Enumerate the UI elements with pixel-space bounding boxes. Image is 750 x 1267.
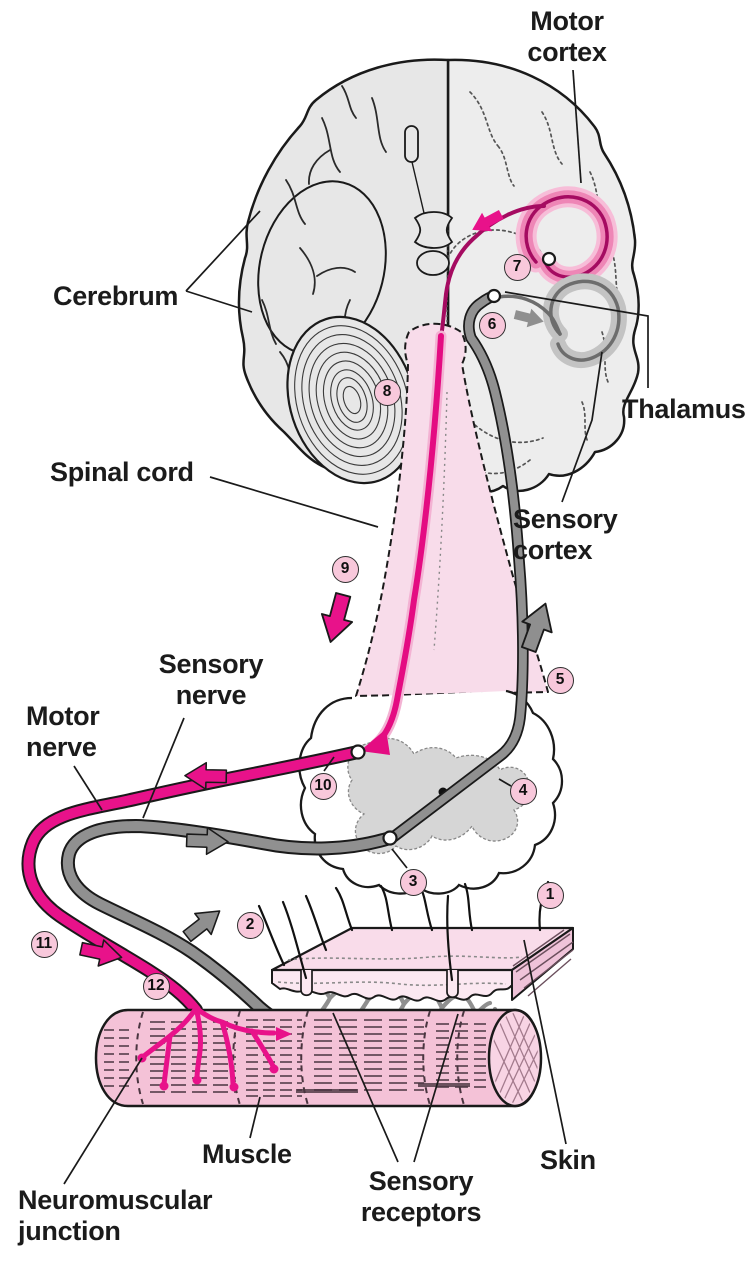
hair-follicles xyxy=(300,970,459,999)
motor-descending-cord-arrow xyxy=(314,589,360,647)
muscle-end-crosshatch xyxy=(492,1013,538,1103)
motor-descending-brain xyxy=(439,204,546,340)
motor-nerve-leader xyxy=(73,765,103,811)
cerebrum-leaders xyxy=(185,210,261,313)
label-spinal-cord: Spinal cord xyxy=(50,457,194,487)
step-marker-1: 1 xyxy=(536,881,564,909)
sensory-nerve-leader xyxy=(142,717,185,819)
cord-cross-section-outline xyxy=(298,689,564,895)
pons xyxy=(416,250,450,276)
ventral-horn-neuron-dot xyxy=(350,744,366,760)
step-marker-3: 3 xyxy=(399,868,427,896)
neuromuscular-junction-tree xyxy=(137,1005,292,1092)
step-marker-11: 11 xyxy=(30,930,58,958)
step-marker-8: 8 xyxy=(373,378,401,406)
skin-right-face-hatch xyxy=(512,929,574,997)
thalamus-leader xyxy=(504,291,649,388)
motor-tract-arrowhead xyxy=(360,729,390,755)
marker3-leader xyxy=(391,848,408,869)
step-marker-4: 4 xyxy=(509,777,537,805)
step-marker-6: 6 xyxy=(478,311,506,339)
marker4-leader xyxy=(498,778,512,787)
label-sensory-nerve: Sensory nerve xyxy=(158,649,264,710)
label-sensory-cortex: Sensory cortex xyxy=(513,504,618,565)
dorsal-horn-neuron-dot xyxy=(382,830,398,846)
skin-dermis-dotted-line xyxy=(277,981,507,987)
skin-leader xyxy=(523,939,567,1145)
label-skin: Skin xyxy=(540,1145,596,1175)
olfactory-tract xyxy=(404,125,419,163)
step-marker-5: 5 xyxy=(546,666,574,694)
motor-cortex-neuron-dot xyxy=(541,251,557,267)
label-sensory-receptors: Sensory receptors xyxy=(360,1166,482,1227)
step-marker-12: 12 xyxy=(142,972,170,1000)
step-marker-7: 7 xyxy=(503,253,531,281)
optic-chiasm xyxy=(413,211,454,249)
spinal-cord-leader xyxy=(209,476,379,528)
muscle-fascicle-bands xyxy=(135,1010,465,1106)
motor-descending-tract xyxy=(372,333,444,748)
skin-top-dotted-line xyxy=(287,955,523,961)
motor-branch-arrowhead xyxy=(276,1027,292,1041)
motor-nerve-band xyxy=(23,747,363,1015)
marker10-leader xyxy=(323,756,335,772)
label-neuromuscular-junction: Neuromuscular junction xyxy=(18,1185,213,1246)
motor-cortex-leader xyxy=(572,69,582,184)
spinal-cord-funnel xyxy=(355,322,549,697)
sensory-ascending-nerve-arrow xyxy=(178,899,229,948)
leader-lines xyxy=(63,69,649,1185)
label-thalamus: Thalamus xyxy=(622,394,746,424)
muscle-striations xyxy=(104,1019,486,1097)
step-marker-9: 9 xyxy=(331,555,359,583)
label-cerebrum: Cerebrum xyxy=(53,281,179,311)
skin-illustration xyxy=(257,880,575,1003)
motor-pathway xyxy=(21,204,546,1017)
olfactory-line xyxy=(411,161,425,214)
label-motor-nerve: Motor nerve xyxy=(26,701,100,762)
spinal-cord-midline-dotted xyxy=(433,391,448,651)
label-muscle: Muscle xyxy=(202,1139,292,1169)
neuromuscular-junction-leader xyxy=(63,1057,143,1185)
step-marker-2: 2 xyxy=(236,911,264,939)
motor-branches xyxy=(141,1005,277,1087)
synapse-dots xyxy=(350,251,557,846)
muscle-leader xyxy=(249,1096,261,1139)
sensory-ascending-tract xyxy=(388,292,527,842)
thalamus-neuron-dot xyxy=(486,288,502,304)
sensory-cortex-highlight xyxy=(497,273,627,369)
sensory-cortex-leader xyxy=(561,351,603,503)
step-marker-10: 10 xyxy=(309,772,337,800)
label-motor-cortex: Motor cortex xyxy=(527,6,607,67)
muscle-illustration xyxy=(94,1008,543,1108)
sensory-receptors-leaders xyxy=(332,1012,459,1163)
